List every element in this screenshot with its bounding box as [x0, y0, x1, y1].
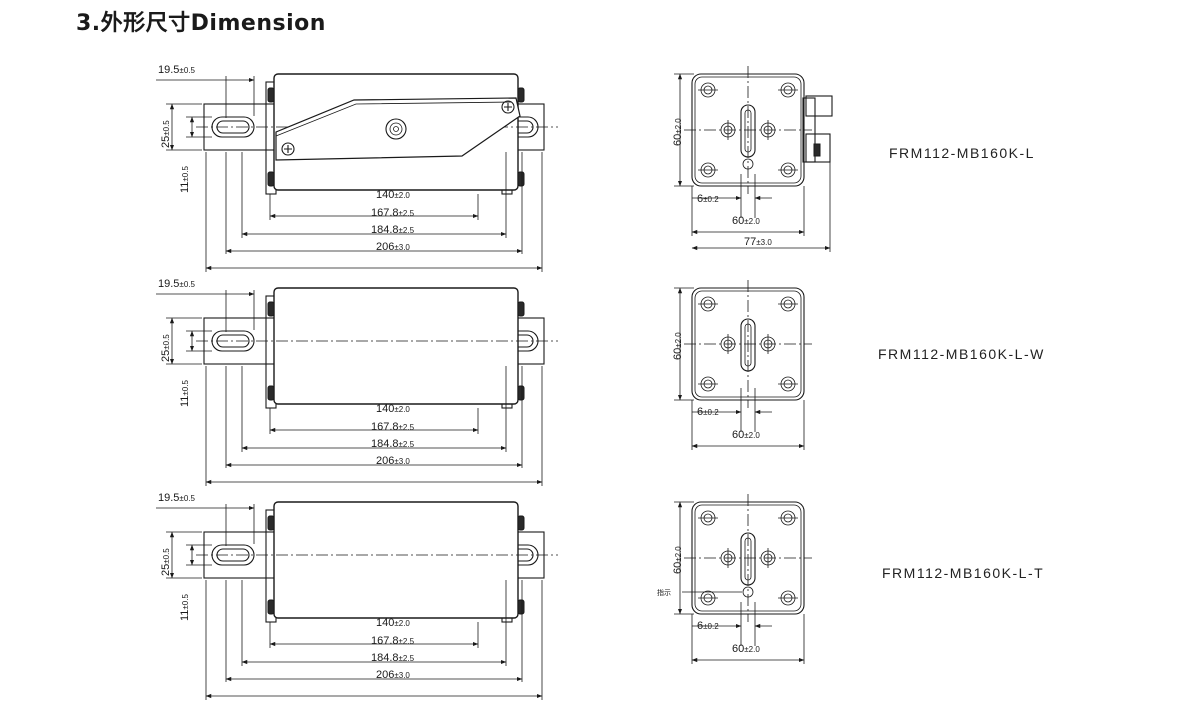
section-number: 3.: [76, 11, 101, 36]
dim-140: 140±2.0: [376, 189, 410, 201]
side-view-2: [156, 287, 559, 486]
model-label-3: FRM112-MB160K-L-T: [882, 565, 1045, 581]
dim-h60: 60±2.0: [672, 118, 684, 146]
end-view-2: [674, 279, 813, 450]
model-label-2: FRM112-MB160K-L-W: [878, 346, 1045, 362]
dim-slot11: 11±0.5: [179, 380, 191, 407]
dim-w6: 6±0.2: [697, 406, 719, 418]
dim-w6: 6±0.2: [697, 193, 719, 205]
dim-206: 206±3.0: [376, 455, 410, 467]
end-view-1: [674, 65, 833, 252]
section-title: 外形尺寸Dimension: [100, 11, 326, 36]
dim-offset: 19.5±0.5: [158, 492, 195, 504]
dim-w60: 60±2.0: [732, 215, 760, 227]
indicator-dot: [742, 586, 754, 598]
dim-slot11: 11±0.5: [179, 594, 191, 621]
dim-184: 184.8±2.5: [371, 224, 415, 236]
dim-width25: 25±0.5: [160, 334, 172, 362]
dim-206: 206±3.0: [376, 669, 410, 681]
model-label-1: FRM112-MB160K-L: [889, 145, 1035, 161]
indicator-knob: [385, 118, 407, 140]
dim-w77: 77±3.0: [744, 236, 772, 248]
dim-slot11: 11±0.5: [179, 166, 191, 193]
dim-167: 167.8±2.5: [371, 421, 415, 433]
end-dims-1: 60±2.0 6±0.2 60±2.0 77±3.0: [672, 118, 772, 248]
dim-w60: 60±2.0: [732, 643, 760, 655]
dim-206: 206±3.0: [376, 241, 410, 253]
page-title: 3.外形尺寸Dimension: [76, 5, 326, 37]
side-dims-3: 19.5±0.5 25±0.5 11±0.5 140±2.0 167.8±2.5…: [158, 492, 415, 681]
dim-w6: 6±0.2: [697, 620, 719, 632]
screw-icon: [501, 100, 515, 114]
dim-184: 184.8±2.5: [371, 438, 415, 450]
dim-offset: 19.5±0.5: [158, 278, 195, 290]
dim-167: 167.8±2.5: [371, 635, 415, 647]
side-dims-2: 19.5±0.5 25±0.5 11±0.5 140±2.0 167.8±2.5…: [158, 278, 415, 467]
dim-offset: 19.5±0.5: [158, 64, 195, 76]
side-view-1: [156, 73, 559, 272]
dim-h60: 60±2.0: [672, 546, 684, 574]
end-dims-2: 60±2.0 6±0.2 60±2.0: [672, 332, 760, 441]
dim-184: 184.8±2.5: [371, 652, 415, 664]
dim-w60: 60±2.0: [732, 429, 760, 441]
indicator-label: 指示: [657, 588, 671, 597]
lever-cover: [275, 97, 521, 161]
end-dims-3: 60±2.0 指示 6±0.2 60±2.0: [657, 546, 760, 655]
dim-width25: 25±0.5: [160, 548, 172, 576]
dim-width25: 25±0.5: [160, 120, 172, 148]
dim-167: 167.8±2.5: [371, 207, 415, 219]
dim-h60: 60±2.0: [672, 332, 684, 360]
side-dims-1: 19.5±0.5 25±0.5 11±0.5 140±2.0 167.8±2.5…: [158, 64, 415, 253]
indicator-housing: [805, 95, 833, 117]
end-view-3: [674, 493, 813, 664]
side-view-3: [156, 501, 559, 700]
screw-icon: [281, 142, 295, 156]
dim-140: 140±2.0: [376, 403, 410, 415]
dim-140: 140±2.0: [376, 617, 410, 629]
